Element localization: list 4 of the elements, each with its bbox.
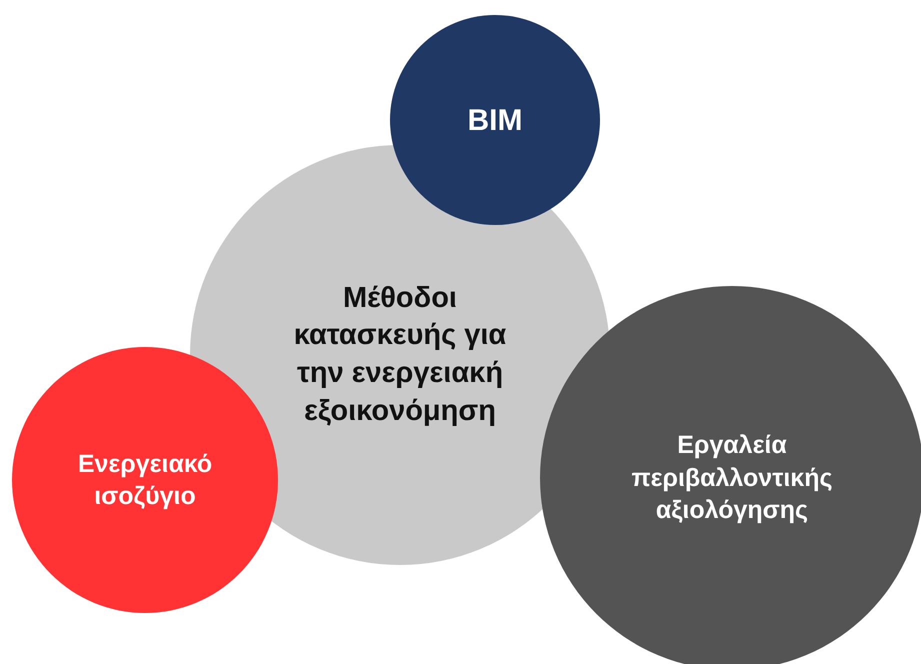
node-label: BIM [468, 102, 522, 138]
node-label: Εργαλεία περιβαλλοντικής αξιολόγησης [630, 430, 834, 526]
node-label: Μέθοδοι κατασκευής για την ενεργειακή εξοικονόμηση [292, 280, 508, 429]
node-label: Ενεργειακό ισοζύγιο [76, 448, 214, 512]
